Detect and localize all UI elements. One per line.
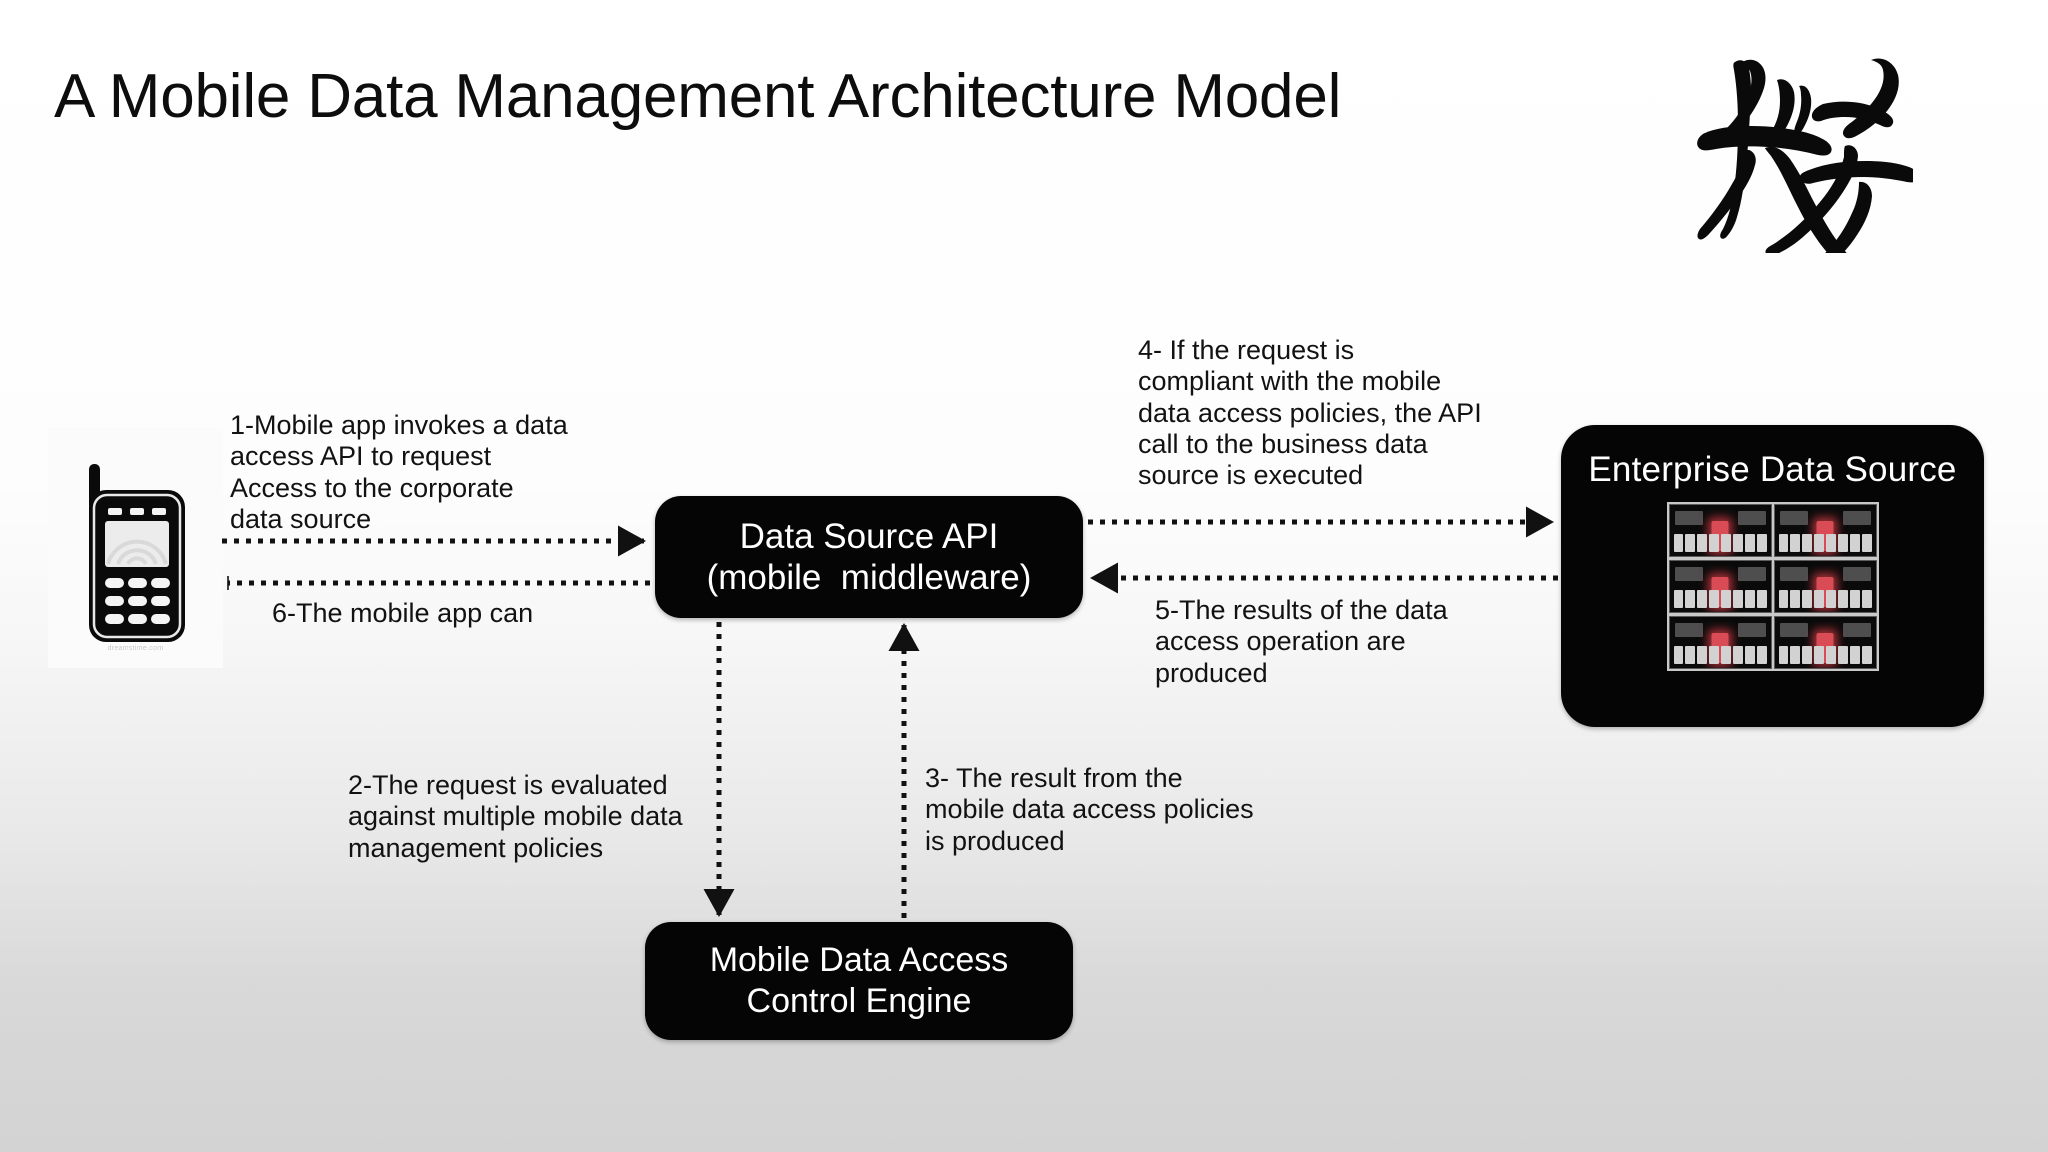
server-rack-unit [1668,560,1772,613]
server-rack-unit [1773,616,1877,669]
node-engine-line1: Mobile Data Access [709,941,1009,980]
server-rack-unit [1773,560,1877,613]
step-2-label: 2-The request is evaluated against multi… [348,770,683,863]
server-rack-unit [1668,504,1772,557]
node-engine-line2: Control Engine [746,982,972,1020]
mobile-phone-icon [48,428,223,668]
server-rack-unit [1773,504,1877,557]
step-1-label: 1-Mobile app invokes a data access API t… [230,410,568,534]
node-mobile-data-access-control-engine[interactable]: Mobile Data Access Control Engine [645,922,1073,1040]
server-rack-icon [1666,502,1879,671]
page-title: A Mobile Data Management Architecture Mo… [54,62,1342,131]
chinese-calligraphy-logo-icon [1673,28,1913,253]
step-6-label: 6-The mobile app can [272,598,534,628]
phone-image-watermark: dreamstime.com [107,645,164,652]
node-data-source-api-line2: (mobile middleware) [706,558,1032,597]
step-5-label: 5-The results of the data access operati… [1155,595,1448,688]
node-data-source-api-line1: Data Source API [739,516,999,556]
node-enterprise-data-source[interactable]: Enterprise Data Source [1561,425,1984,727]
step-3-label: 3- The result from the mobile data acces… [925,763,1254,856]
step-4-label: 4- If the request is compliant with the … [1138,335,1482,491]
server-rack-unit [1668,616,1772,669]
node-enterprise-data-source-title: Enterprise Data Source [1588,450,1957,489]
node-data-source-api[interactable]: Data Source API (mobile middleware) [655,496,1083,618]
